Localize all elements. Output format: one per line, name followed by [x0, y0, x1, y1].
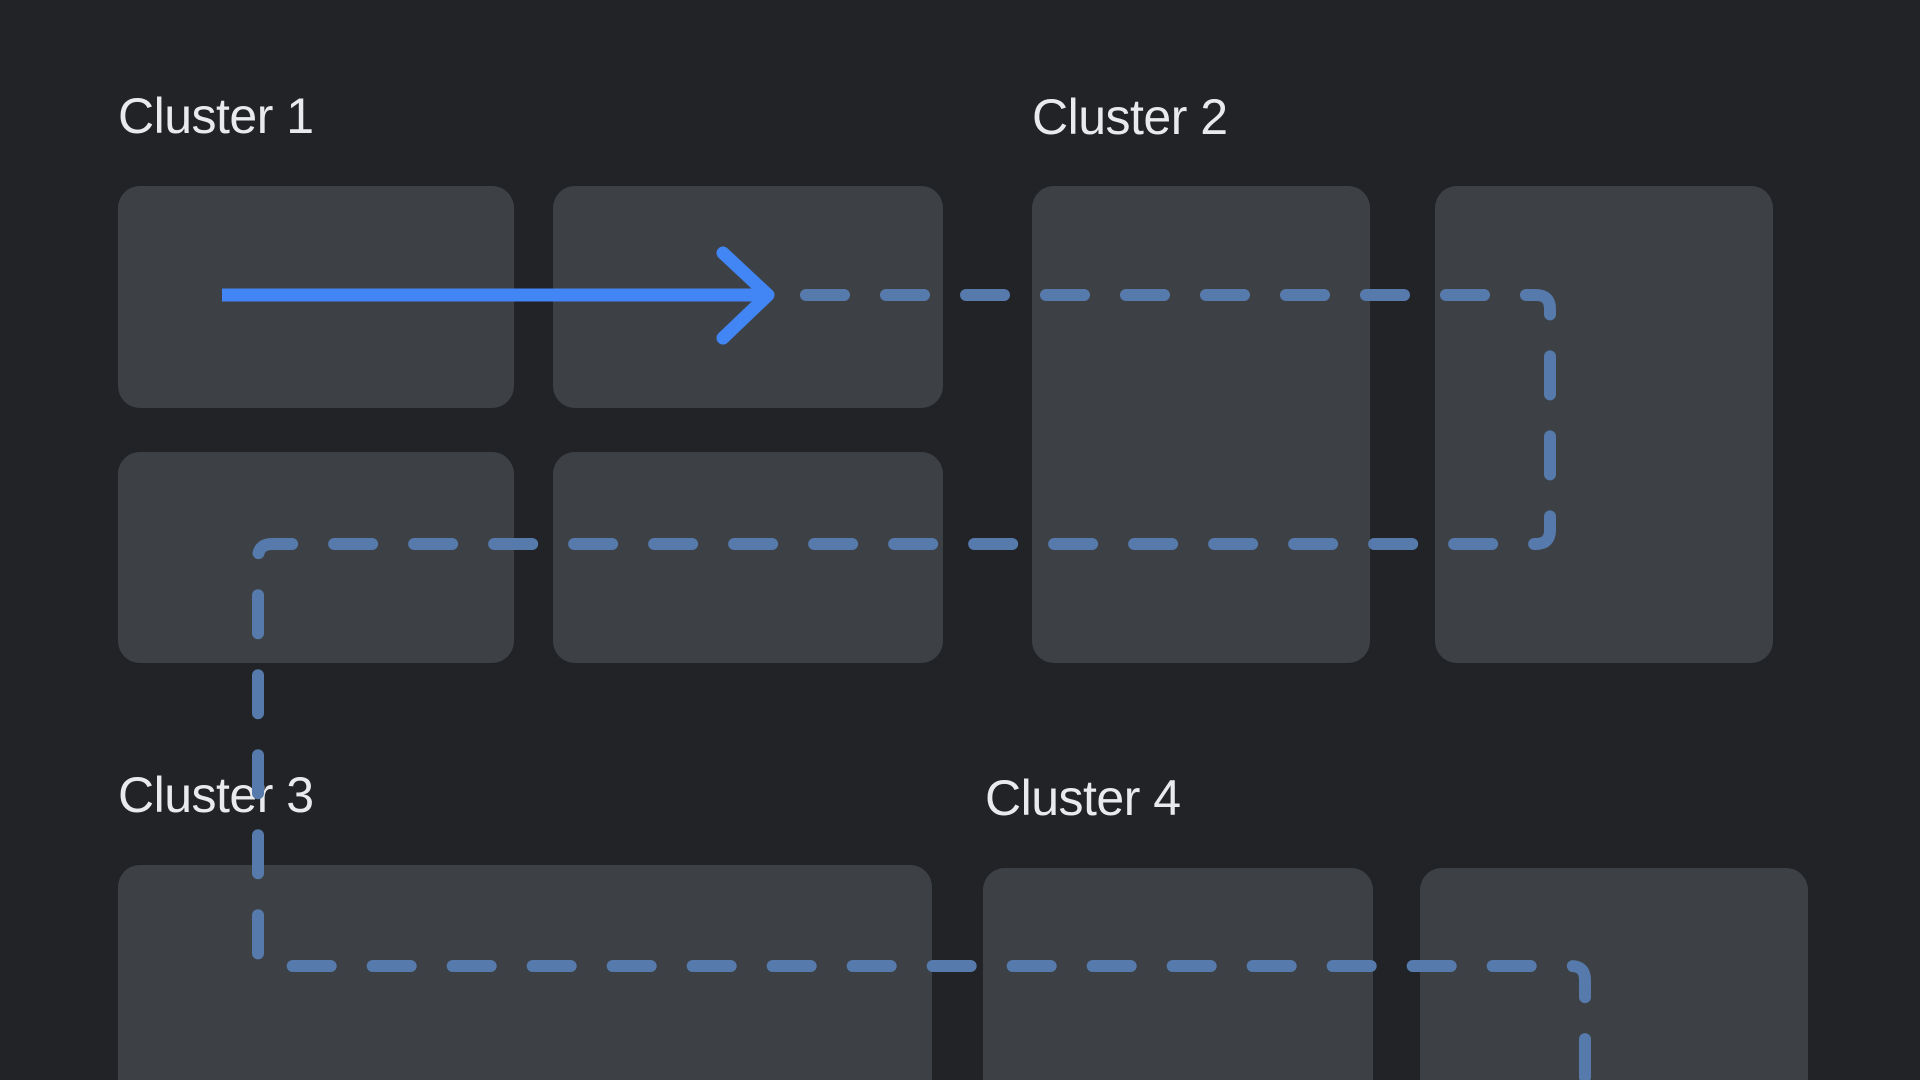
cluster-2-label: Cluster 2	[1032, 89, 1228, 145]
cluster-3-card-1	[118, 865, 932, 1080]
cluster-1-label: Cluster 1	[118, 88, 314, 144]
cluster-3-label: Cluster 3	[118, 767, 314, 823]
cluster-4-card-1	[983, 868, 1373, 1080]
cluster-1-card-4	[553, 452, 943, 663]
cluster-4-label: Cluster 4	[985, 770, 1181, 826]
cluster-1-card-1	[118, 186, 514, 408]
cluster-2-card-2	[1435, 186, 1773, 663]
cluster-1-card-3	[118, 452, 514, 663]
cluster-4-card-2	[1420, 868, 1808, 1080]
cluster-2-card-1	[1032, 186, 1370, 663]
cluster-1-card-2	[553, 186, 943, 408]
